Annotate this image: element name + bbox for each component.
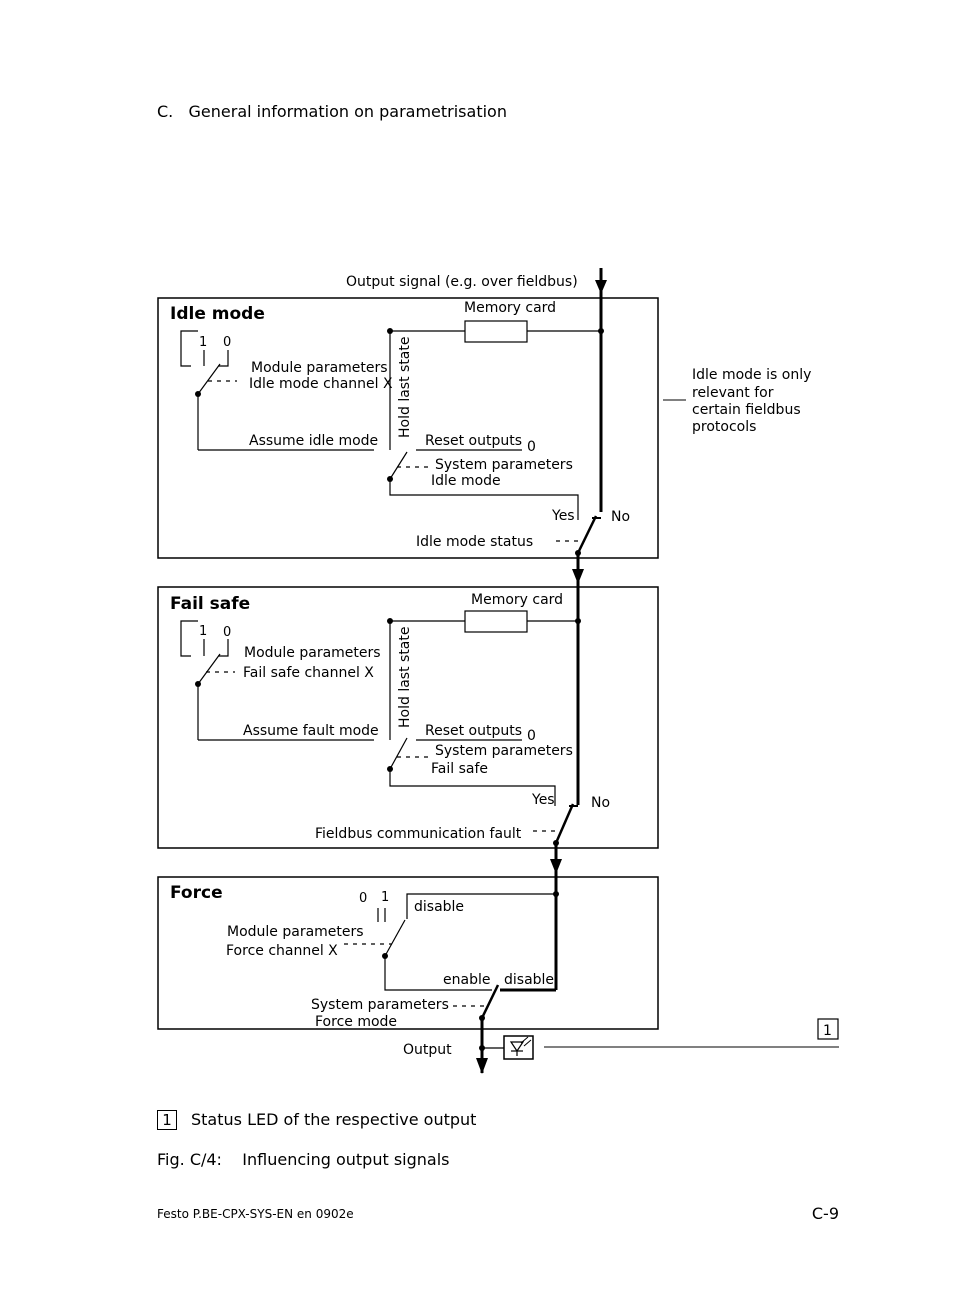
svg-text:disable: disable <box>414 899 464 915</box>
force-system-switch <box>480 984 500 1019</box>
fail-memory-card <box>464 610 528 633</box>
fail-module-switch <box>197 653 221 685</box>
svg-text:0: 0 <box>223 335 231 350</box>
force-title: Force <box>170 883 223 903</box>
svg-text:System parameters: System parameters <box>435 743 573 759</box>
note-line-1: Idle mode is only <box>692 367 811 383</box>
svg-text:Assume fault mode: Assume fault mode <box>243 723 379 739</box>
svg-text:0: 0 <box>527 728 536 744</box>
legend-marker: 1 <box>157 1110 177 1130</box>
svg-text:Fieldbus communication fault: Fieldbus communication fault <box>315 826 522 842</box>
idle-hold-last-state: Hold last state <box>397 337 413 439</box>
svg-text:Fail safe: Fail safe <box>431 761 488 777</box>
page-number: C-9 <box>811 1204 839 1223</box>
svg-text:Reset outputs: Reset outputs <box>425 433 522 449</box>
svg-text:Force channel X: Force channel X <box>226 943 338 959</box>
svg-text:0: 0 <box>223 625 231 640</box>
svg-text:Memory card: Memory card <box>471 592 563 608</box>
idle-system-switch <box>389 451 408 480</box>
svg-text:Idle mode: Idle mode <box>431 473 501 489</box>
idle-memory-card-label: Memory card <box>464 300 556 316</box>
svg-text:Yes: Yes <box>531 792 555 808</box>
input-signal-label: Output signal (e.g. over fieldbus) <box>346 274 578 290</box>
idle-memory-card <box>464 320 528 343</box>
svg-text:System parameters: System parameters <box>435 457 573 473</box>
svg-text:Module parameters: Module parameters <box>251 360 388 376</box>
svg-text:disable: disable <box>504 972 554 988</box>
note-line-3: certain fieldbus <box>692 402 801 418</box>
fail-system-switch <box>389 737 408 770</box>
idle-module-switch <box>197 363 221 395</box>
svg-text:1: 1 <box>199 624 207 639</box>
svg-text:0: 0 <box>527 439 536 455</box>
note-line-4: protocols <box>692 419 756 435</box>
fail-status-switch <box>554 803 575 844</box>
output-arrow <box>476 1058 488 1074</box>
svg-text:1: 1 <box>381 890 389 905</box>
output-label: Output <box>403 1042 452 1058</box>
idle-mode-title: Idle mode <box>170 304 265 324</box>
svg-text:System parameters: System parameters <box>311 997 449 1013</box>
idle-mode-block: Idle mode Memory card 1 0 Module paramet… <box>157 295 659 559</box>
note-marker: 1 <box>823 1023 832 1039</box>
svg-text:Fail safe channel X: Fail safe channel X <box>243 665 374 681</box>
legend: 1 Status LED of the respective output <box>157 1110 476 1130</box>
svg-text:Module parameters: Module parameters <box>227 924 364 940</box>
svg-text:Yes: Yes <box>551 508 575 524</box>
fail-hold-last-state: Hold last state <box>397 627 413 729</box>
legend-text: Status LED of the respective output <box>191 1110 477 1129</box>
svg-text:No: No <box>611 509 630 525</box>
input-arrow <box>595 280 607 294</box>
force-module-switch <box>384 919 406 957</box>
idle-status-switch <box>576 515 598 554</box>
svg-text:0: 0 <box>359 891 367 906</box>
svg-text:enable: enable <box>443 972 490 988</box>
fail-safe-title: Fail safe <box>170 594 250 614</box>
svg-text:Module parameters: Module parameters <box>244 645 381 661</box>
force-block: Force disable 0 1 Module parameters Forc… <box>157 875 659 1030</box>
svg-text:Idle mode channel X: Idle mode channel X <box>249 376 393 392</box>
fail-safe-block: Fail safe Memory card 1 0 Module paramet… <box>157 585 659 849</box>
page-header: C. General information on parametrisatio… <box>157 102 507 121</box>
footer-document-id: Festo P.BE-CPX-SYS-EN en 0902e <box>157 1207 354 1221</box>
note-marker-box <box>817 1018 839 1040</box>
svg-text:Force mode: Force mode <box>315 1014 397 1030</box>
svg-text:No: No <box>591 795 610 811</box>
note-line-2: relevant for <box>692 385 774 401</box>
svg-text:Reset outputs: Reset outputs <box>425 723 522 739</box>
svg-text:1: 1 <box>199 335 207 350</box>
figure-caption: Fig. C/4: Influencing output signals <box>157 1150 450 1169</box>
status-led-icon <box>503 1035 534 1060</box>
svg-text:Assume idle mode: Assume idle mode <box>249 433 378 449</box>
svg-text:Idle mode status: Idle mode status <box>416 534 533 550</box>
